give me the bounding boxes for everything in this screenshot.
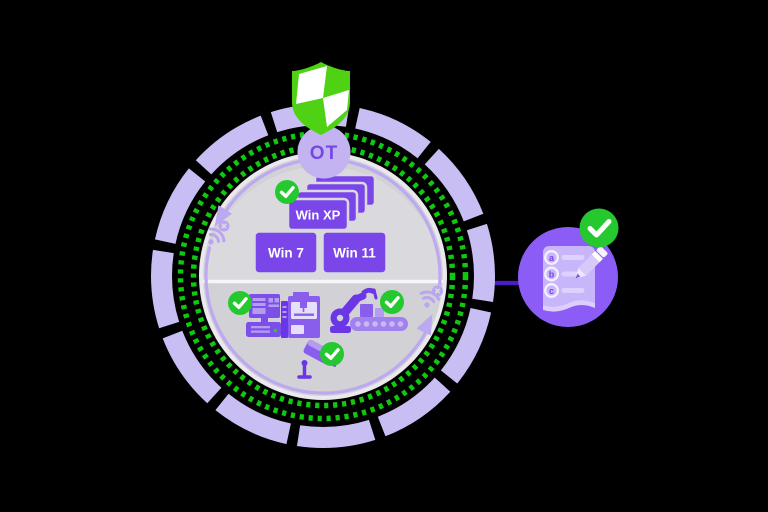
industrial-pc-icon bbox=[246, 294, 281, 337]
cycle-arc-top bbox=[222, 157, 442, 286]
printer-icon bbox=[281, 292, 320, 338]
wifi-offline-left-icon bbox=[208, 220, 230, 245]
os-card-win11-label: Win 11 bbox=[333, 246, 376, 261]
dotted-ring-outer bbox=[177, 130, 469, 422]
os-card-win7 bbox=[254, 231, 318, 274]
bullet-c bbox=[544, 283, 559, 298]
ot-zone-badge: OT bbox=[297, 125, 351, 179]
bullet-b bbox=[544, 266, 559, 282]
bullet-a-label: a bbox=[549, 253, 555, 263]
line-a bbox=[561, 255, 585, 260]
os-card-win11 bbox=[322, 231, 387, 274]
os-card-winxp bbox=[286, 197, 350, 232]
dotted-ring-inner bbox=[190, 143, 456, 409]
shield-icon bbox=[292, 62, 350, 135]
bullet-b-label: b bbox=[549, 269, 555, 279]
os-card-winxp-label: Win XP bbox=[296, 208, 341, 223]
check-icon-workstation bbox=[228, 291, 252, 315]
pencil-icon bbox=[575, 246, 608, 279]
check-icon-os bbox=[275, 180, 299, 204]
cycle-arc-bottom bbox=[204, 246, 430, 395]
os-card-win7-label: Win 7 bbox=[268, 246, 304, 261]
cycle-arrowhead-left-icon bbox=[214, 205, 233, 227]
checklist-circle: a b c bbox=[518, 208, 619, 327]
line-c bbox=[561, 288, 585, 293]
robot-arm-conveyor-icon bbox=[330, 287, 408, 333]
bullet-a bbox=[544, 250, 559, 265]
cycle-arrowhead-right-icon bbox=[416, 314, 433, 336]
ot-zone-label: OT bbox=[310, 143, 338, 164]
document-page-curl bbox=[543, 300, 595, 312]
bullet-c-label: c bbox=[549, 286, 554, 296]
check-icon-checklist bbox=[579, 208, 619, 248]
os-card-stack: Win XP bbox=[286, 173, 377, 232]
check-icon-robot bbox=[380, 290, 404, 314]
wifi-offline-right-icon bbox=[419, 285, 443, 308]
check-icon-camera bbox=[320, 342, 344, 366]
